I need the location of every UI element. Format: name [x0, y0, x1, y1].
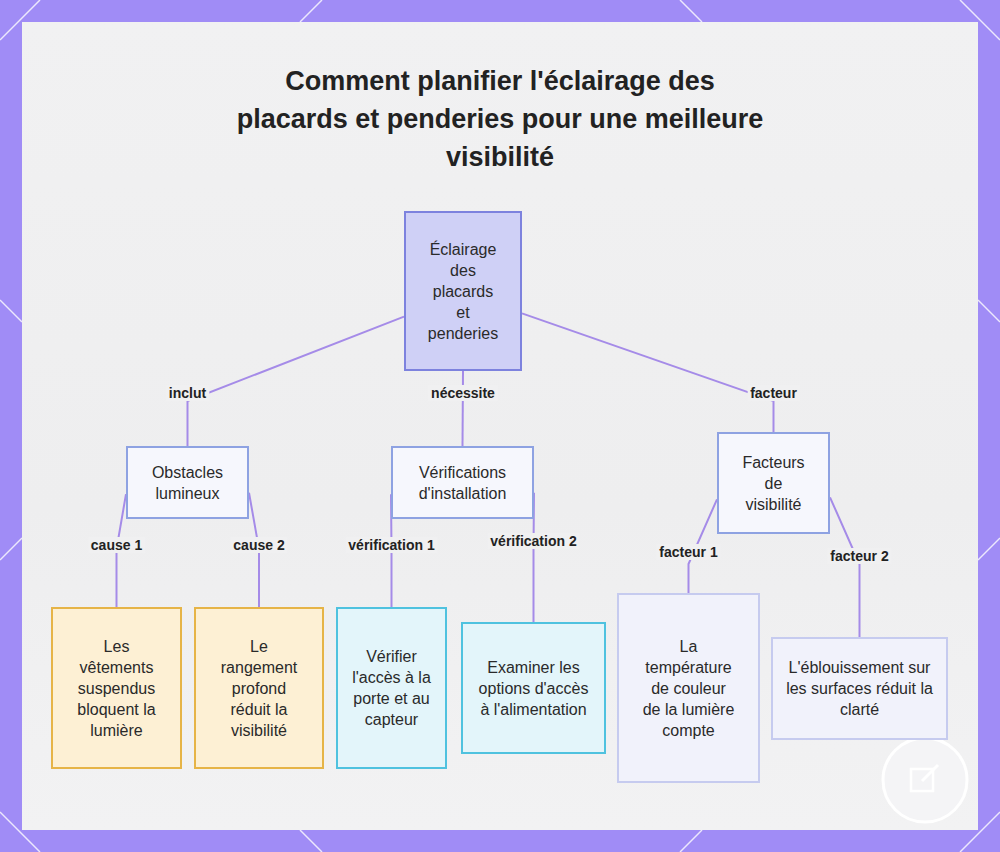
- check-box: Vérifier l'accès à la porte et au capteu…: [336, 607, 447, 769]
- node-text-group: Obstacles lumineux: [136, 462, 239, 504]
- node-text: Éclairage des placards et penderies: [426, 239, 500, 344]
- node-text-group: La température de couleur de la lumière …: [641, 636, 736, 741]
- root-box: Éclairage des placards et penderies: [404, 211, 522, 371]
- node-text: Obstacles lumineux: [136, 462, 239, 504]
- edge-label: facteur: [747, 385, 800, 401]
- cause-box: Le rangement profond réduit la visibilit…: [194, 607, 324, 769]
- node-text-group: Vérifier l'accès à la porte et au capteu…: [348, 646, 435, 730]
- edge-label: facteur 2: [827, 548, 891, 564]
- node-text: La température de couleur de la lumière …: [641, 636, 736, 741]
- node-text-group: Les vêtements suspendus bloquent la lumi…: [67, 636, 166, 741]
- connector: [462, 371, 464, 446]
- node-text: Examiner les options d'accès à l'aliment…: [477, 657, 590, 720]
- cause-box: Les vêtements suspendus bloquent la lumi…: [51, 607, 182, 769]
- connector: [522, 313, 774, 432]
- edge-label: cause 1: [88, 537, 145, 553]
- node-text: Vérifier l'accès à la porte et au capteu…: [348, 646, 435, 730]
- edge-label: nécessite: [428, 385, 498, 401]
- factor-box: L'éblouissement sur les surfaces réduit …: [771, 637, 948, 740]
- node-text: Vérifications d'installation: [401, 462, 524, 504]
- node-text: Les vêtements suspendus bloquent la lumi…: [67, 636, 166, 741]
- node-text: Le rangement profond réduit la visibilit…: [218, 636, 300, 741]
- edge-label: inclut: [166, 385, 209, 401]
- connector: [188, 317, 405, 446]
- edit-icon: [880, 735, 970, 825]
- edge-label: facteur 1: [656, 544, 720, 560]
- factor-box: La température de couleur de la lumière …: [617, 593, 760, 783]
- node-text-group: Examiner les options d'accès à l'aliment…: [477, 657, 590, 720]
- edge-label: vérification 1: [345, 537, 437, 553]
- category-box: Obstacles lumineux: [126, 446, 249, 519]
- diagram-title: Comment planifier l'éclairage des placar…: [230, 62, 770, 176]
- node-text-group: Vérifications d'installation: [401, 462, 524, 504]
- node-text-group: Éclairage des placards et penderies: [426, 239, 500, 344]
- node-text-group: Facteurs de visibilité: [737, 452, 810, 515]
- edge-label: vérification 2: [487, 533, 579, 549]
- connector: [830, 497, 860, 637]
- node-text-group: Le rangement profond réduit la visibilit…: [218, 636, 300, 741]
- category-box: Vérifications d'installation: [391, 446, 534, 519]
- node-text: Facteurs de visibilité: [737, 452, 810, 515]
- node-text-group: L'éblouissement sur les surfaces réduit …: [785, 657, 934, 720]
- edge-label: cause 2: [230, 537, 287, 553]
- check-box: Examiner les options d'accès à l'aliment…: [461, 622, 606, 754]
- node-text: L'éblouissement sur les surfaces réduit …: [785, 657, 934, 720]
- category-box: Facteurs de visibilité: [717, 432, 830, 534]
